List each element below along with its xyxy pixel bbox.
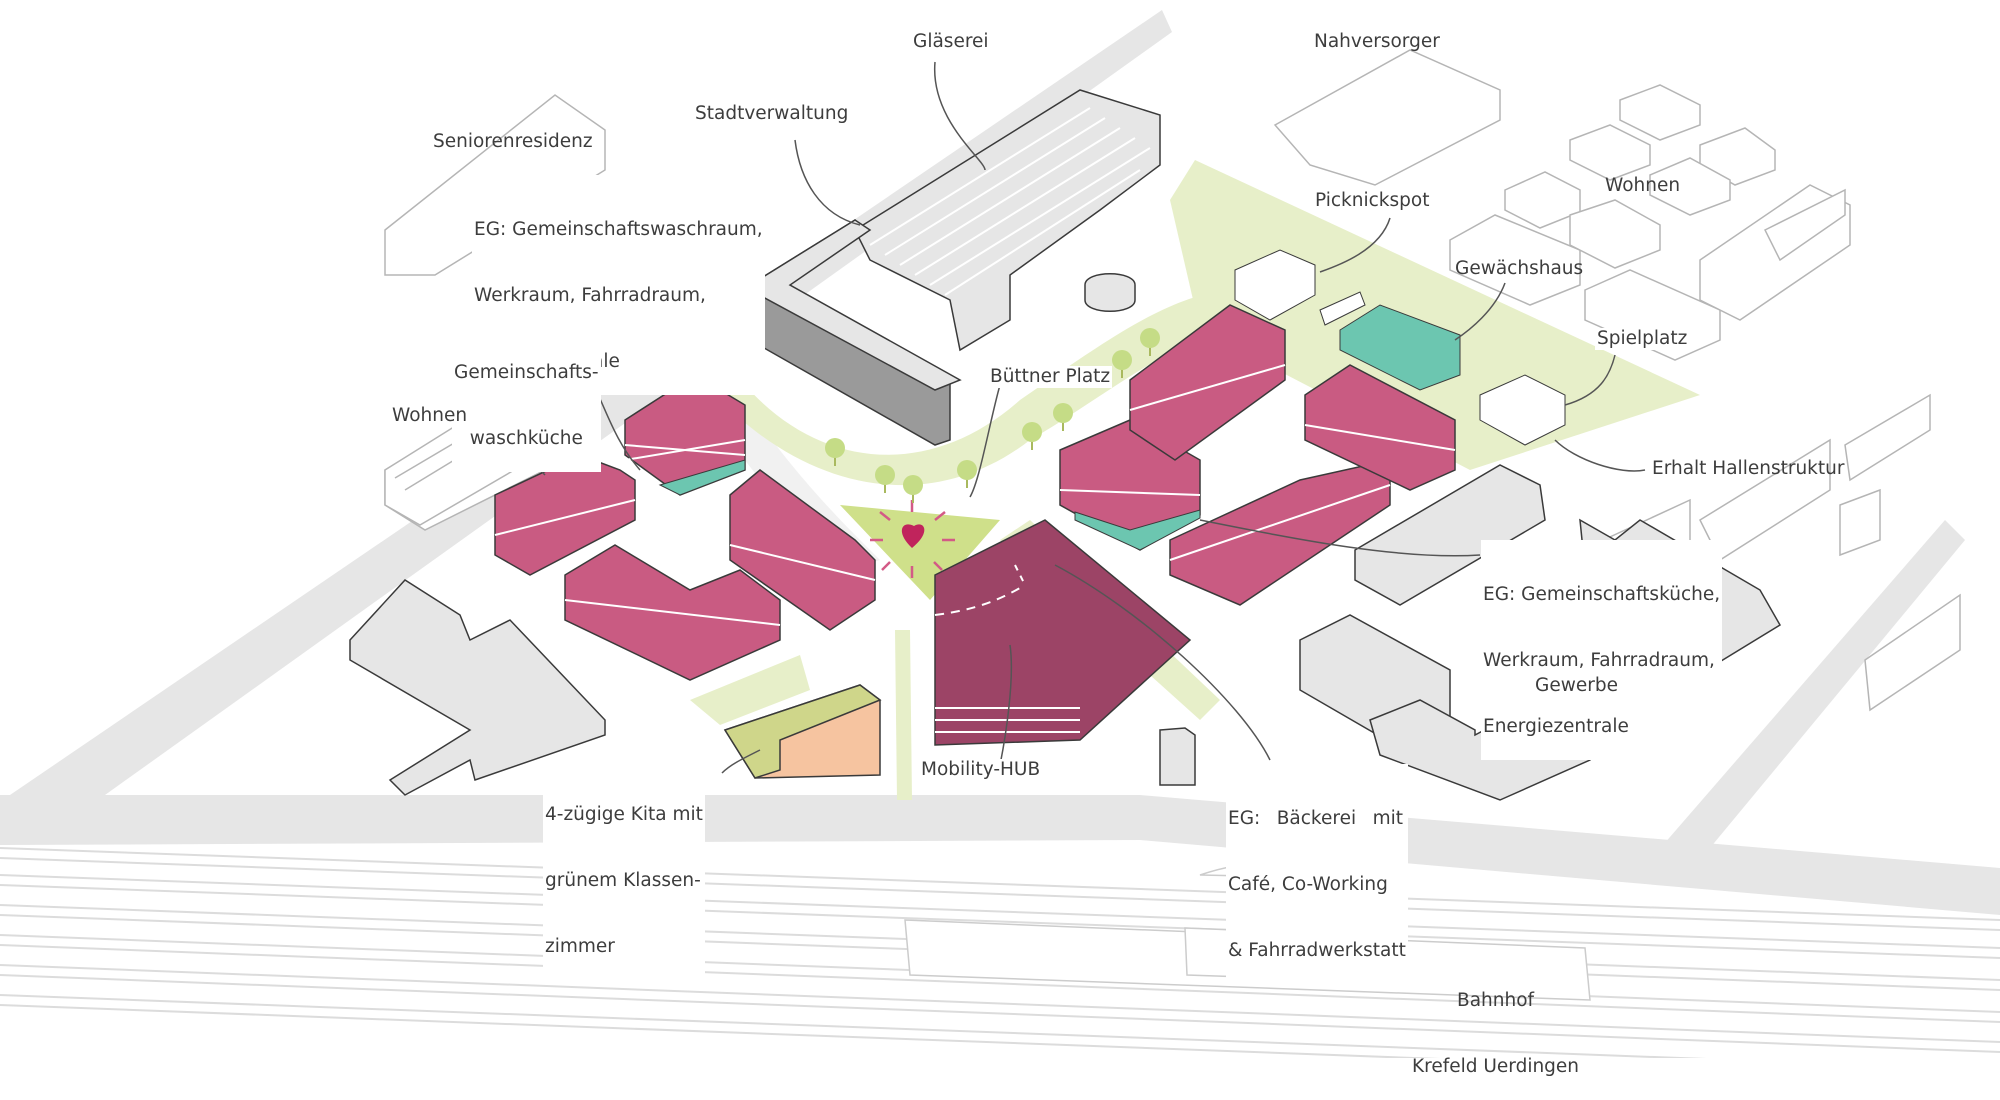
label-erhalt-hallenstruktur: Erhalt Hallenstruktur bbox=[1652, 458, 1845, 479]
label-seniorenresidenz: Seniorenresidenz bbox=[433, 131, 593, 152]
label-wohnen-left: Wohnen bbox=[392, 405, 468, 426]
label-bahnhof-line: Krefeld Uerdingen bbox=[1412, 1056, 1580, 1077]
rail-tracks bbox=[0, 847, 2000, 1058]
stadtverwaltung-building bbox=[749, 218, 962, 446]
teal-ground-floors bbox=[658, 459, 1201, 551]
label-gemeinschaftswaschkueche: Gemeinschafts- waschküche bbox=[452, 318, 601, 472]
residential-floor-lines bbox=[494, 364, 1456, 626]
label-kita-line: 4-zügige Kita mit bbox=[545, 804, 703, 825]
label-kita: 4-zügige Kita mit grünem Klassen- zimmer bbox=[543, 760, 705, 980]
label-wohnen-right: Wohnen bbox=[1605, 175, 1681, 196]
kita-building bbox=[723, 684, 882, 779]
label-eg-waschraum-line: Werkraum, Fahrradraum, bbox=[474, 285, 706, 306]
label-baeckerei-line3: & Fahrradwerkstatt bbox=[1228, 940, 1406, 961]
label-kita-line: grünem Klassen- bbox=[545, 870, 701, 891]
greenhouse-structures bbox=[1234, 249, 1566, 446]
label-baeckerei-word: mit bbox=[1372, 808, 1403, 829]
label-eg-baeckerei: EG: Bäckerei mit Café, Co-Working & Fahr… bbox=[1226, 764, 1408, 984]
label-eg-kueche-line: EG: Gemeinschaftsküche, bbox=[1483, 584, 1721, 605]
label-baeckerei-word: EG: bbox=[1228, 808, 1261, 829]
label-mobility-hub: Mobility-HUB bbox=[919, 759, 1043, 781]
glaeserei-building bbox=[854, 89, 1161, 352]
label-eg-gemeinschaftskueche: EG: Gemeinschaftsküche, Werkraum, Fahrra… bbox=[1481, 540, 1723, 760]
label-bahnhof: Bahnhof Krefeld Uerdingen bbox=[1412, 946, 1579, 1100]
label-glaeserei: Gläserei bbox=[913, 31, 989, 52]
label-bahnhof-line: Bahnhof bbox=[1457, 990, 1535, 1011]
label-gewaechshaus: Gewächshaus bbox=[1455, 258, 1584, 279]
label-waschkueche-line: Gemeinschafts- bbox=[454, 362, 599, 383]
label-spielplatz: Spielplatz bbox=[1595, 328, 1690, 350]
label-picknickspot: Picknickspot bbox=[1315, 190, 1430, 211]
label-eg-kueche-line: Werkraum, Fahrradraum, bbox=[1483, 650, 1715, 671]
label-baeckerei-word: Bäckerei bbox=[1276, 808, 1357, 829]
label-nahversorger: Nahversorger bbox=[1314, 31, 1440, 52]
site-plan-map bbox=[0, 10, 2000, 1058]
label-gewerbe: Gewerbe bbox=[1535, 675, 1618, 696]
mobility-hub-building bbox=[934, 519, 1192, 746]
label-buettner-platz: Büttner Platz bbox=[988, 366, 1113, 388]
label-waschkueche-line: waschküche bbox=[469, 428, 583, 449]
label-kita-line: zimmer bbox=[545, 936, 615, 957]
label-eg-kueche-line: Energiezentrale bbox=[1483, 716, 1629, 737]
label-baeckerei-line2: Café, Co-Working bbox=[1228, 874, 1388, 895]
label-eg-waschraum: EG: Gemeinschaftswaschraum, Werkraum, Fa… bbox=[472, 175, 765, 395]
label-stadtverwaltung: Stadtverwaltung bbox=[695, 103, 849, 124]
label-baeckerei-line1: EG: Bäckerei mit bbox=[1228, 808, 1403, 830]
label-eg-waschraum-line: EG: Gemeinschaftswaschraum, bbox=[474, 219, 763, 240]
